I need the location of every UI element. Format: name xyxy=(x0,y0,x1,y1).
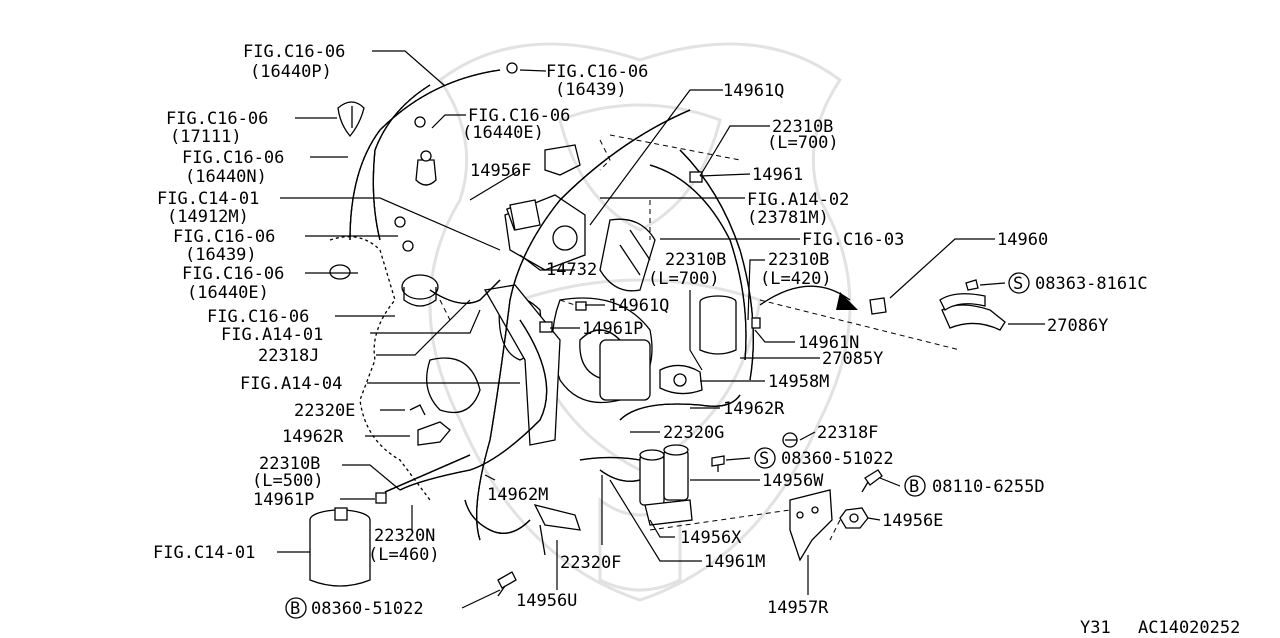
screw-badge-s2-letter: S xyxy=(759,449,769,469)
callout-c6-line2: (14912M) xyxy=(167,207,249,227)
callout-c39-line1: 14958M xyxy=(768,372,829,392)
bolt-badge-b2 xyxy=(904,475,926,497)
canister-and-valves xyxy=(309,62,1006,597)
callout-c36-line1: 27086Y xyxy=(1047,316,1108,336)
screw-badge-s2 xyxy=(754,447,776,469)
callout-c40-line1: 14962R xyxy=(723,399,785,419)
callout-c4-line2: (16440E) xyxy=(462,123,544,143)
callout-c43-line1: 08360-51022 xyxy=(781,449,894,469)
bolt-badge-b1-letter: B xyxy=(290,599,300,619)
callout-c19-line1: 08360-51022 xyxy=(311,599,424,619)
callout-c37-line1: 14961N xyxy=(798,333,859,353)
callout-c6-line1: FIG.C14-01 xyxy=(157,189,259,209)
screw-badge-s1 xyxy=(1008,272,1030,294)
callout-c10-line1: FIG.A14-01 xyxy=(221,325,323,345)
bolt-badge-b2-letter: B xyxy=(909,477,919,497)
callout-c22-line1: 14962M xyxy=(487,485,548,505)
callout-c42-line1: 22318F xyxy=(817,423,878,443)
callout-c12-line1: FIG.A14-04 xyxy=(240,374,342,394)
bolt-badge-b1 xyxy=(285,597,307,619)
callout-c38-line1: 27085Y xyxy=(822,349,883,369)
callout-c35-line1: 08363-8161C xyxy=(1035,274,1148,294)
screw-badge-s1-letter: S xyxy=(1013,274,1023,294)
callout-c45-line1: 08110-6255D xyxy=(932,477,1045,497)
callout-c18-line2: (L=460) xyxy=(368,545,440,565)
callout-c23-line1: 14961Q xyxy=(723,81,784,101)
callout-c8-line1: FIG.C16-06 xyxy=(182,264,284,284)
callout-c32-line2: (L=700) xyxy=(767,133,839,153)
callout-c21-line1: 22320F xyxy=(560,553,621,573)
callout-c28-line2: (L=700) xyxy=(648,269,720,289)
callout-c44-line1: 14956W xyxy=(762,471,824,491)
callout-c27-line1: 14961P xyxy=(582,319,643,339)
callout-c1-line2: (16440P) xyxy=(250,62,332,82)
callout-c1-line1: FIG.C16-06 xyxy=(243,42,345,62)
callout-c3-line2: (17111) xyxy=(170,127,242,147)
callout-c16-line1: 14961P xyxy=(253,490,314,510)
callout-c34-line1: 14960 xyxy=(997,230,1048,250)
callout-c46-line1: 14956E xyxy=(882,511,943,531)
callout-c33-line2: (L=420) xyxy=(760,269,832,289)
callout-c17-line1: FIG.C14-01 xyxy=(153,543,255,563)
vacuum-hoses xyxy=(349,69,754,541)
callout-c7-line1: FIG.C16-06 xyxy=(173,227,275,247)
callout-c26-line1: 14961Q xyxy=(608,296,669,316)
callout-c31-line1: FIG.C16-03 xyxy=(802,230,904,250)
callout-c25-line1: 14732 xyxy=(546,260,597,280)
callout-c9-line1: FIG.C16-06 xyxy=(207,307,309,327)
callout-c20-line1: 14956U xyxy=(516,591,577,611)
callout-c24-line1: 14956F xyxy=(470,161,531,181)
callout-c14-line1: 14962R xyxy=(282,427,344,447)
callout-c33-line1: 22310B xyxy=(768,250,829,270)
callout-c41-line1: 22320G xyxy=(663,423,724,443)
callout-labels: FIG.C16-06 (16440P) FIG.C16-06 (16439) F… xyxy=(153,42,1148,619)
callout-c8-line2: (16440E) xyxy=(187,283,269,303)
callout-c29-line1: 14961 xyxy=(752,165,803,185)
callout-c2-line2: (16439) xyxy=(555,80,627,100)
callout-c7-line2: (16439) xyxy=(185,245,257,265)
callout-c15-line2: (L=500) xyxy=(252,471,324,491)
callout-c18-line1: 22320N xyxy=(374,526,435,546)
watermark-emblem xyxy=(428,42,852,602)
leader-lines xyxy=(277,50,1045,609)
callout-c30-line2: (23781M) xyxy=(747,208,829,228)
footer-model: Y31 xyxy=(1080,618,1111,638)
callout-c30-line1: FIG.A14-02 xyxy=(747,190,849,210)
callout-c11-line1: 22318J xyxy=(258,346,319,366)
callout-c47-line1: 14956X xyxy=(680,528,742,548)
footer-code: AC14020252 xyxy=(1138,618,1240,638)
callout-c32-line1: 22310B xyxy=(772,117,833,137)
direction-arrow xyxy=(759,285,858,310)
callout-c48-line1: 14961M xyxy=(704,552,765,572)
callout-c5-line2: (16440N) xyxy=(185,167,267,187)
callout-c49-line1: 14957R xyxy=(767,598,829,618)
callout-c28-line1: 22310B xyxy=(665,250,726,270)
callout-c3-line1: FIG.C16-06 xyxy=(166,109,268,129)
callout-c13-line1: 22320E xyxy=(294,401,355,421)
dashed-guides xyxy=(439,134,961,541)
callout-c4-line1: FIG.C16-06 xyxy=(468,106,570,126)
callout-c15-line1: 22310B xyxy=(259,454,320,474)
callout-c5-line1: FIG.C16-06 xyxy=(182,148,284,168)
diagram-footer: Y31 AC14020252 xyxy=(1080,618,1240,638)
callout-c2-line1: FIG.C16-06 xyxy=(546,62,648,82)
